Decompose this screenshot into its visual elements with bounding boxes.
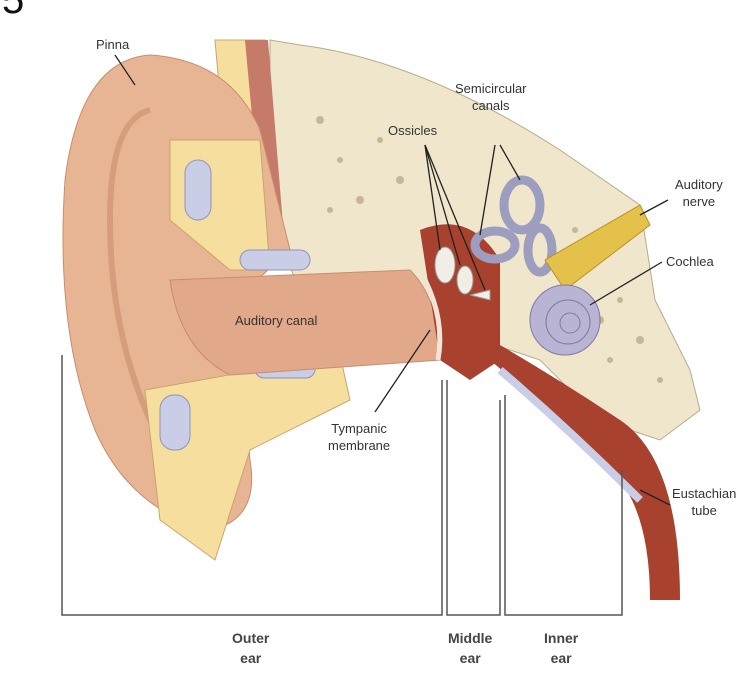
leader-lines bbox=[114, 54, 671, 506]
label-auditory-canal: Auditory canal bbox=[235, 313, 318, 328]
auditory-nerve bbox=[544, 204, 651, 291]
figure-number: 5 bbox=[2, 0, 25, 22]
bone-pores bbox=[316, 116, 663, 383]
cochlea bbox=[529, 284, 601, 356]
label-pinna: Pinna bbox=[96, 37, 130, 52]
label-tympanic-membrane: Tympanic membrane bbox=[328, 421, 391, 453]
region-inner-ear: Inner ear bbox=[544, 630, 579, 666]
region-middle-ear: Middle ear bbox=[448, 630, 493, 666]
middle-ear-bracket bbox=[446, 380, 501, 616]
label-cochlea: Cochlea bbox=[666, 254, 714, 269]
inner-ear-bracket bbox=[504, 395, 623, 616]
auditory-canal bbox=[169, 269, 441, 376]
eustachian-tube bbox=[490, 345, 680, 600]
region-brackets bbox=[61, 355, 623, 616]
label-eustachian-tube: Eustachian tube bbox=[672, 486, 737, 518]
label-auditory-nerve: Auditory nerve bbox=[675, 177, 723, 209]
ossicles bbox=[434, 246, 491, 301]
outer-ear-bracket bbox=[61, 355, 443, 616]
region-outer-ear: Outer ear bbox=[232, 630, 270, 666]
label-semicircular-canals: Semicircular canals bbox=[455, 81, 527, 113]
tympanic-membrane bbox=[422, 278, 443, 361]
label-ossicles: Ossicles bbox=[388, 123, 438, 138]
semicircular-canals bbox=[470, 175, 557, 277]
cartilage-lower bbox=[144, 354, 351, 561]
